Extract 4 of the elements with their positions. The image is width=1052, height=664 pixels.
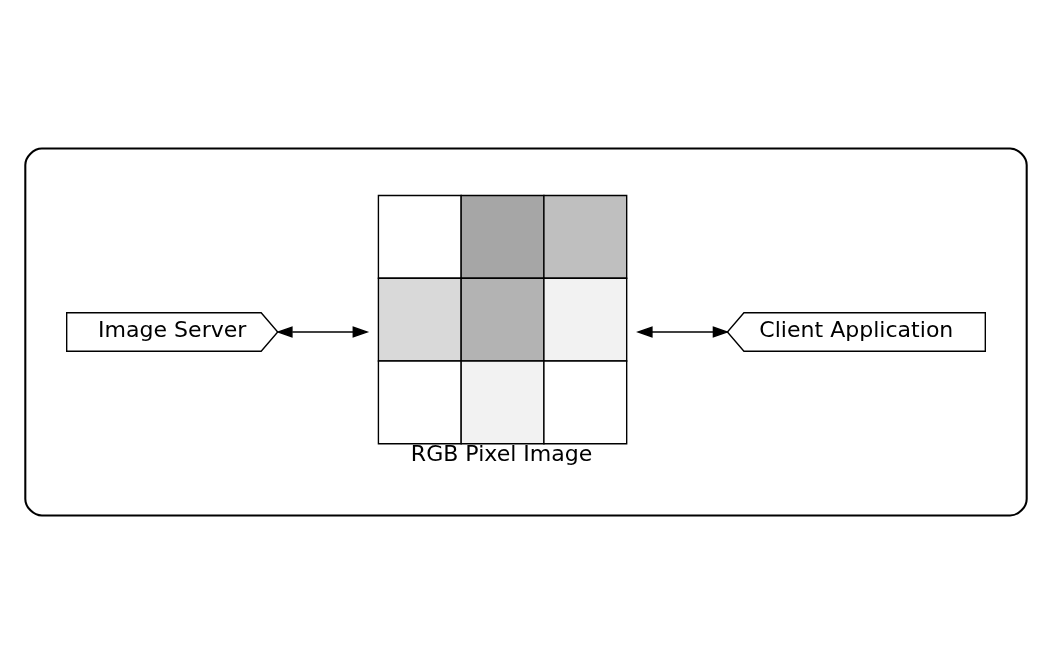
node-label: RGB Pixel Image	[410, 441, 593, 467]
arrow	[636, 326, 730, 338]
cluster	[24, 147, 1028, 517]
arrow	[276, 326, 370, 338]
